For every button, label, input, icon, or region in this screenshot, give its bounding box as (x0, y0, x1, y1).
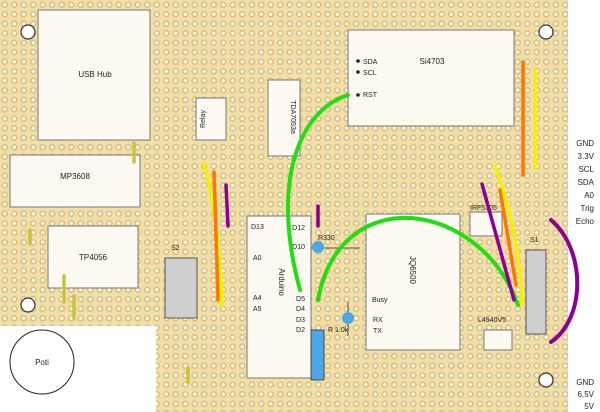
si4703-module: Si4703 SDA SCL RST (347, 29, 515, 127)
wire-green (316, 216, 520, 307)
side-labels-top: GND 3.3V SCL SDA A0 Trig Echo (576, 139, 595, 226)
wire-orange (498, 188, 518, 287)
poti: Poti (9, 329, 75, 395)
wire-green (286, 93, 350, 292)
l4940v5-label: L4940V5 (478, 317, 506, 324)
side-label-echo: Echo (576, 217, 595, 226)
poti-label: Poti (35, 358, 49, 367)
mounting-holes (20, 24, 554, 388)
arduino-pin-d5: D5 (296, 296, 305, 303)
arduino-pin-d3: D3 (296, 317, 305, 324)
si4703-pin-sda: SDA (363, 59, 378, 66)
tda7053a-module: TDA7053a (267, 79, 301, 157)
tp4056-module: TP4056 (47, 225, 139, 289)
wires (28, 60, 580, 384)
arduino-pin-a4: A4 (253, 295, 262, 302)
relay-label: Relay (200, 110, 207, 128)
mounting-hole (20, 297, 36, 313)
resistor-r330: R330 (311, 235, 360, 253)
tda7053a-label: TDA7053a (289, 100, 296, 134)
mounting-hole (538, 372, 554, 388)
resistor-r1k-label: R 1.0k (328, 327, 349, 334)
mp3608-label: MP3608 (60, 172, 90, 181)
arduino-module: Arduino D13 A0 A4 A5 D12 D10 D5 D4 D3 D2 (246, 215, 312, 379)
side-label-6v5: 6.5V (578, 390, 595, 399)
wire-orange (212, 170, 220, 302)
arduino-pin-a5: A5 (253, 306, 262, 313)
arduino-pin-d12: D12 (292, 225, 305, 232)
mp3608-module: MP3608 (9, 154, 141, 208)
connector-s2: S2 (164, 245, 198, 319)
wire-purple (224, 183, 230, 228)
arduino-pin-d10: D10 (292, 244, 305, 251)
si4703-pin-scl: SCL (363, 70, 377, 77)
jq6500-pin-busy: Busy (372, 297, 388, 304)
side-label-a0: A0 (584, 191, 594, 200)
side-label-3v3: 3.3V (578, 152, 595, 161)
arduino-pin-a0: A0 (253, 255, 262, 262)
arduino-pin-d4: D4 (296, 306, 305, 313)
usb-hub-label: USB Hub (78, 70, 112, 79)
connector-s1-label: S1 (530, 237, 539, 244)
mounting-hole (538, 24, 554, 40)
side-label-gnd-bottom: GND (576, 378, 594, 387)
side-label-trig: Trig (581, 204, 594, 213)
resistor-r330-label: R330 (318, 235, 335, 242)
side-label-gnd: GND (576, 139, 594, 148)
jq6500-pin-tx: TX (373, 328, 382, 335)
irf5305-module: IRF5305 (469, 205, 503, 237)
irf5305-label: IRF5305 (470, 205, 497, 212)
tp4056-label: TP4056 (79, 253, 108, 262)
si4703-pin-rst: RST (363, 92, 378, 99)
side-label-scl: SCL (578, 165, 594, 174)
arduino-label: Arduino (277, 268, 286, 296)
mounting-hole (20, 24, 36, 40)
wire-purple (549, 218, 580, 344)
connector-s2-label: S2 (171, 245, 180, 252)
usb-hub-module: USB Hub (37, 9, 151, 141)
jq6500-pin-rx: RX (373, 317, 383, 324)
wire-yellow (493, 163, 524, 307)
side-labels-bottom: GND 6.5V 5V (576, 378, 594, 411)
connector-s1: S1 (525, 237, 547, 335)
arduino-pin-d2: D2 (296, 327, 305, 334)
l4940v5-module: L4940V5 (478, 317, 513, 351)
jq6500-label: JQ6500 (408, 256, 417, 285)
arduino-pin-d13: D13 (251, 224, 264, 231)
wire-purple (480, 182, 516, 302)
side-margin (568, 0, 600, 412)
si4703-label: Si4703 (420, 57, 445, 66)
resistor-r1k: R 1.0k (310, 302, 354, 381)
side-label-sda: SDA (578, 178, 595, 187)
side-label-5v: 5V (584, 402, 594, 411)
relay-module: Relay (195, 97, 227, 141)
jq6500-module: JQ6500 Busy RX TX (365, 213, 461, 351)
